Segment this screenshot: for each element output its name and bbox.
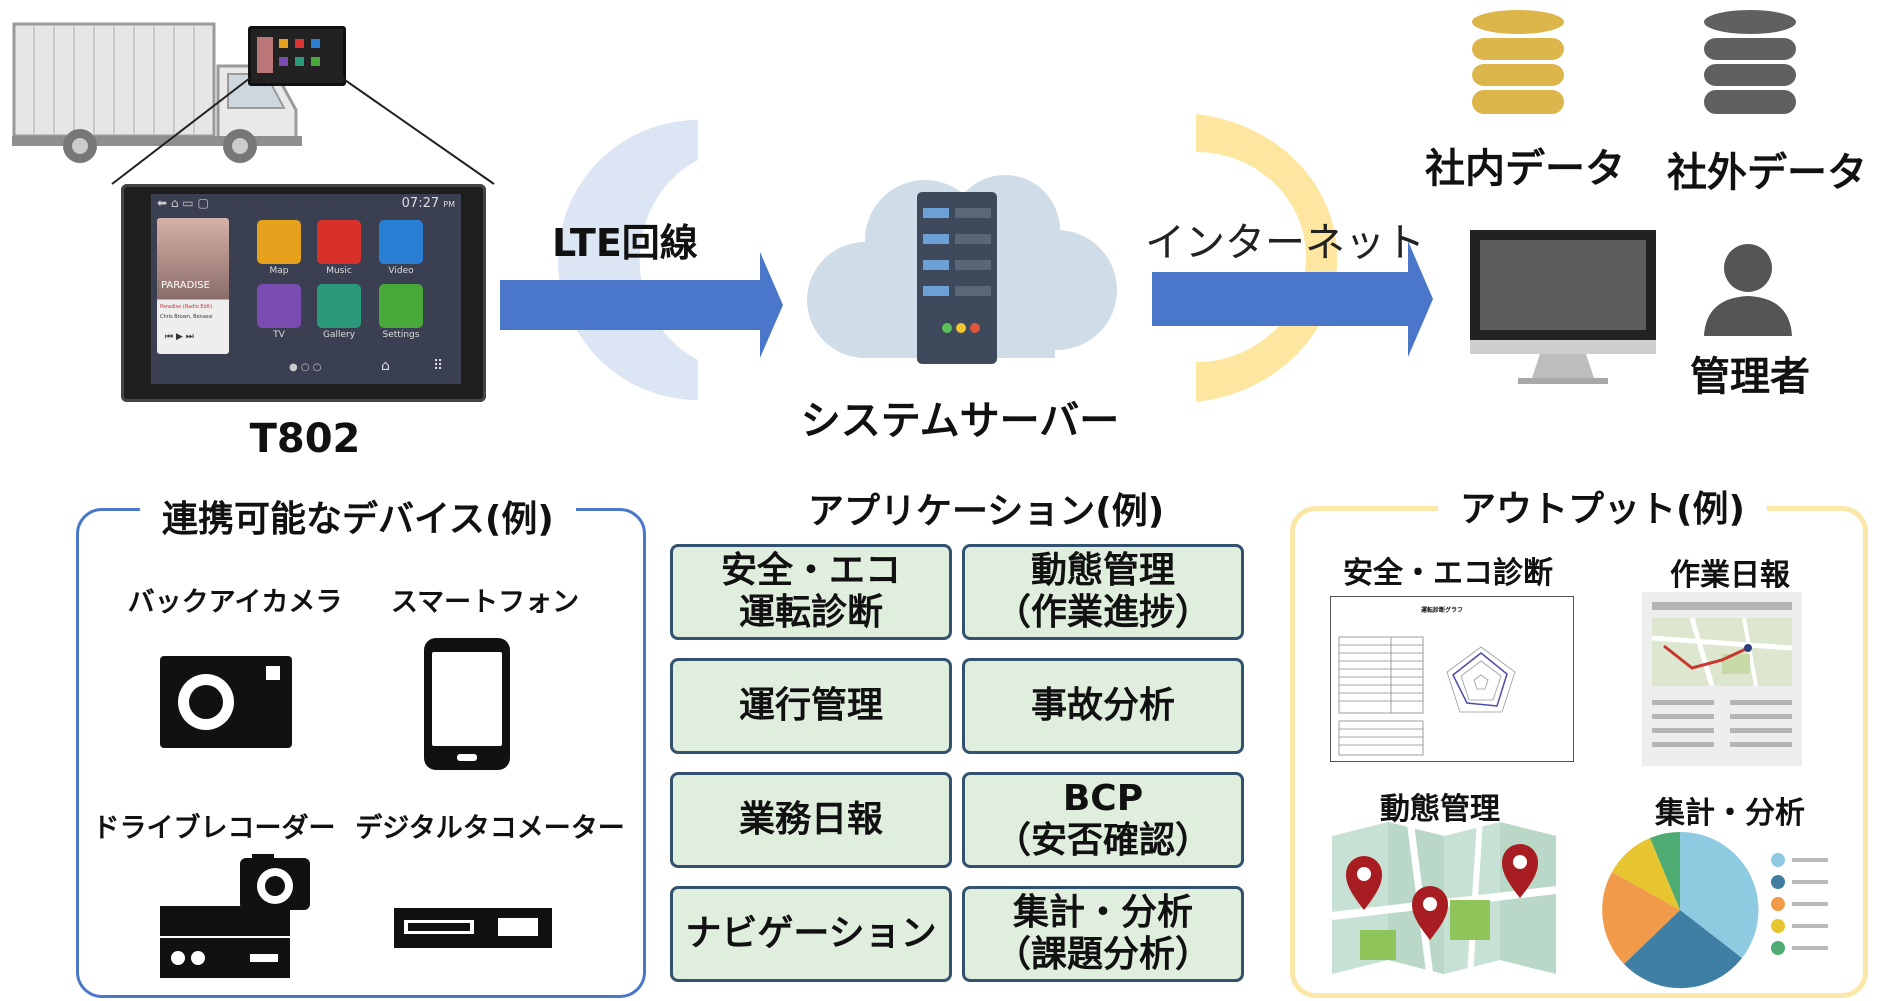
- admin-label: 管理者: [1690, 354, 1810, 400]
- external-database-icon: [1704, 10, 1796, 114]
- backup-camera-label: バックアイカメラ: [127, 587, 343, 618]
- internet-label: インターネット: [1145, 220, 1425, 266]
- dashcam-icon: [160, 854, 310, 978]
- t802-device: ⬅ ⌂ ▭ ▢ 07:27 PM PARADISE Paradise (Radi…: [121, 184, 486, 402]
- smartphone-label: スマートフォン: [390, 587, 580, 618]
- tachograph-icon: [394, 908, 552, 948]
- artist-name: Chris Brown, Benassi: [160, 314, 213, 320]
- home-icon[interactable]: ⌂: [381, 358, 390, 374]
- digital-tachograph-label: デジタルタコメーター: [355, 813, 625, 844]
- settings-app-icon[interactable]: [379, 284, 423, 328]
- app-vehicle-tracking[interactable]: 動態管理（作業進捗）: [962, 544, 1244, 640]
- song-title: Paradise (Radio Edit): [160, 304, 213, 310]
- app-navigation[interactable]: ナビゲーション: [670, 886, 952, 982]
- internet-arrow: [1152, 114, 1433, 402]
- outputs-panel-title: アウトプット(例): [1438, 480, 1767, 532]
- internal-data-label: 社内データ: [1425, 146, 1625, 192]
- safety-eco-output-label: 安全・エコ診断: [1343, 556, 1553, 591]
- zoom-lines: [111, 77, 495, 185]
- apps-panel-title: アプリケーション(例): [808, 491, 1165, 532]
- server-label: システムサーバー: [800, 398, 1120, 444]
- device-label: T802: [249, 416, 361, 462]
- devices-panel-title: 連携可能なデバイス(例): [140, 490, 576, 542]
- app-operation-management[interactable]: 運行管理: [670, 658, 952, 754]
- monitor-icon: [1470, 230, 1656, 384]
- pie-legend-icon: [1771, 853, 1828, 955]
- app-grid-icon[interactable]: ⠿: [433, 358, 444, 374]
- daily-report-output-label: 作業日報: [1670, 558, 1790, 593]
- admin-person-icon: [1704, 244, 1792, 336]
- dashcam-label: ドライブレコーダー: [92, 813, 336, 844]
- app-bcp[interactable]: BCP（安否確認）: [962, 772, 1244, 868]
- analysis-output-label: 集計・分析: [1655, 796, 1805, 831]
- device-thumbnail: [248, 26, 346, 86]
- internal-database-icon: [1472, 10, 1564, 114]
- video-app-icon[interactable]: [379, 220, 423, 264]
- music-app-icon[interactable]: [317, 220, 361, 264]
- map-app-icon[interactable]: [257, 220, 301, 264]
- external-data-label: 社外データ: [1667, 150, 1867, 196]
- lte-label: LTE回線: [552, 221, 698, 265]
- camera-icon: [160, 656, 292, 748]
- gallery-app-icon[interactable]: [317, 284, 361, 328]
- pie-chart-icon: [1602, 831, 1759, 989]
- truck-icon: [12, 22, 302, 163]
- smartphone-icon: [424, 638, 510, 770]
- device-clock: 07:27: [401, 196, 440, 211]
- map-pins-icon: [1331, 820, 1557, 976]
- app-safety-eco-diagnosis[interactable]: 安全・エコ運転診断: [670, 544, 952, 640]
- app-aggregation-analysis[interactable]: 集計・分析（課題分析）: [962, 886, 1244, 982]
- lte-arrow: [500, 120, 783, 400]
- app-accident-analysis[interactable]: 事故分析: [962, 658, 1244, 754]
- album-title: PARADISE: [161, 280, 210, 291]
- cloud-server-icon: [807, 175, 1117, 364]
- player-controls[interactable]: ⏮ ▶ ⏭: [165, 332, 194, 342]
- app-daily-report[interactable]: 業務日報: [670, 772, 952, 868]
- diagnosis-report: 運転診断グラフ: [1330, 596, 1574, 762]
- device-screen: ⬅ ⌂ ▭ ▢ 07:27 PM PARADISE Paradise (Radi…: [151, 194, 461, 384]
- tv-app-icon[interactable]: [257, 284, 301, 328]
- page-dots: ● ○ ○: [289, 362, 322, 373]
- report-title: 運転診断グラフ: [1421, 607, 1464, 614]
- work-report-document: [1642, 592, 1802, 766]
- music-widget: PARADISE Paradise (Radio Edit) Chris Bro…: [157, 218, 229, 354]
